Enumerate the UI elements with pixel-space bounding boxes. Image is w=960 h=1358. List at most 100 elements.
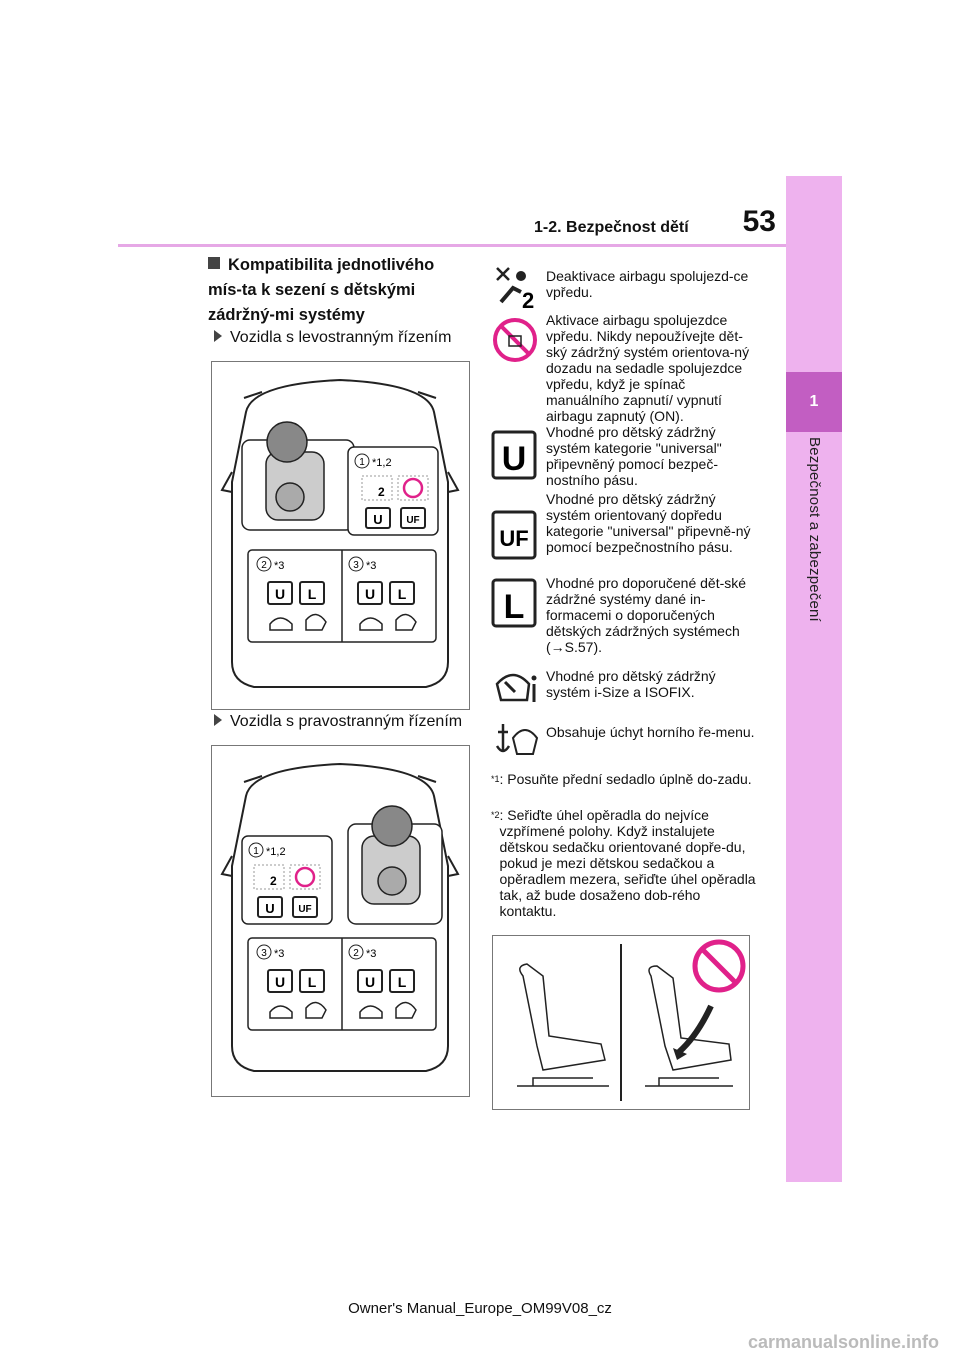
seat-rail — [517, 1077, 609, 1087]
lhd-subheading: Vozidla s levostranným řízením — [214, 329, 451, 347]
section-heading: Kompatibilita jednotlivého mís-ta k seze… — [208, 256, 435, 324]
rhd-car-figure: 1 *1,2 2 U UF 3 *3 U L 2 *3 U L — [220, 762, 460, 1072]
footnote-2: *2: Seřiďte úhel opěradla do nejvíce vzp… — [491, 807, 756, 919]
airbag-off-icon: 2 — [496, 267, 534, 310]
seat-2-number: 2 — [353, 948, 359, 959]
prohibited-slash — [701, 948, 737, 984]
steering-wheel-icon — [266, 421, 308, 463]
u-badge — [365, 507, 391, 529]
seat-3-number-circle — [256, 944, 272, 960]
headlights — [243, 775, 437, 783]
u-badge-icon: U — [491, 430, 537, 480]
l-badge — [299, 581, 325, 605]
seat-2-number: 2 — [261, 560, 267, 571]
adjust-arrow-icon — [676, 1004, 714, 1055]
car-outline — [231, 762, 449, 1072]
u-badge — [357, 969, 383, 993]
legend-top-tether-text: Obsahuje úchyt horního ře-menu. — [546, 724, 755, 740]
seat-1-number: 1 — [253, 846, 259, 857]
isofix-icon — [359, 1005, 383, 1019]
footnote-1: *1: Posuňte přední sedadlo úplně do-zadu… — [491, 771, 752, 787]
legend-l-text: Vhodné pro doporučené dět-ské zádržné sy… — [546, 575, 747, 655]
u-badge — [257, 896, 283, 918]
arrow-head-icon — [673, 1048, 687, 1060]
uf-badge-icon: UF — [491, 510, 537, 560]
child-seat-gap — [648, 965, 732, 1071]
svg-text:U: U — [502, 440, 527, 478]
svg-text:2: 2 — [522, 288, 534, 310]
seat-3-number: 3 — [353, 560, 359, 571]
airbag-off-slot — [361, 475, 393, 501]
seat-3-footnote-mark: *3 — [366, 560, 376, 572]
seat-1-footnote-mark: *1,2 — [372, 457, 392, 469]
seat-1-footnote-mark: *1,2 — [266, 846, 286, 858]
u-badge-text: U — [265, 901, 274, 916]
uf-badge — [400, 507, 426, 529]
legend-u-text: Vhodné pro dětský zádržný systém kategor… — [546, 424, 722, 488]
seat-1-number: 1 — [359, 457, 365, 468]
headlights — [243, 391, 437, 399]
prohibited-icon — [294, 866, 316, 888]
top-tether-icon — [305, 1001, 327, 1019]
seat-2-footnote-mark: *3 — [274, 560, 284, 572]
lhd-car-figure: 1 *1,2 2 U UF 2 *3 U L 3 *3 U L — [220, 378, 460, 688]
airbag-on-prohibited-icon — [493, 318, 537, 362]
svg-text:L: L — [504, 588, 525, 626]
l-badge — [389, 581, 415, 605]
airbag-on-slot — [397, 475, 429, 501]
side-tab — [786, 176, 842, 1182]
l-badge-text: L — [308, 586, 317, 602]
seat-2-number-circle — [256, 556, 272, 572]
airbag-off-slot — [253, 864, 285, 890]
lhd-seat-diagram: 1 *1,2 2 U UF 2 *3 U L 3 *3 U L — [211, 361, 470, 710]
seat-2-footnote-mark: *3 — [366, 948, 376, 960]
legend-isize-text: Vhodné pro dětský zádržný systém i-Size … — [546, 668, 716, 700]
chapter-title: Bezpečnost a zabezpečení — [806, 437, 823, 622]
seat-angle-figure — [517, 939, 746, 1101]
page-number: 53 — [742, 205, 776, 238]
footnote-2-mark: *2 — [491, 810, 500, 820]
u-badge — [267, 969, 293, 993]
triangle-bullet-icon — [214, 330, 222, 342]
svg-text:UF: UF — [499, 526, 528, 551]
seat-3-number: 3 — [261, 948, 267, 959]
top-tether-icon — [395, 1001, 417, 1019]
top-tether-icon — [495, 724, 539, 755]
u-badge-text: U — [275, 974, 285, 990]
prohibited-icon — [402, 477, 424, 499]
top-tether-icon — [305, 613, 327, 631]
footnote-1-mark: *1 — [491, 774, 500, 784]
seat-rail — [645, 1077, 733, 1087]
seat-3-footnote-mark: *3 — [274, 948, 284, 960]
isofix-icon — [269, 1005, 293, 1019]
mirrors — [220, 855, 460, 877]
watermark: carmanualsonline.info — [748, 1332, 940, 1352]
uf-badge-text: UF — [406, 515, 419, 526]
header-divider — [118, 244, 786, 247]
u-badge-text: U — [373, 512, 382, 527]
airbag-off-icon: 2 — [378, 485, 385, 499]
isofix-icon — [269, 617, 293, 631]
l-badge-text: L — [398, 586, 407, 602]
rhd-seat-diagram: 1 *1,2 2 U UF 3 *3 U L 2 *3 U L — [211, 745, 470, 1097]
uf-badge-text: UF — [298, 904, 311, 915]
legend-airbag-on-text: Aktivace airbagu spolujezdce vpředu. Nik… — [546, 312, 750, 424]
steering-wheel-icon — [371, 805, 413, 847]
u-badge-text: U — [365, 586, 375, 602]
l-badge — [299, 969, 325, 993]
legend-airbag-off-text: Deaktivace airbagu spolujezd-ce vpředu. — [546, 268, 749, 300]
u-badge-text: U — [275, 586, 285, 602]
l-badge-icon: L — [491, 578, 537, 628]
isofix-icon — [359, 617, 383, 631]
mirrors — [220, 471, 460, 493]
chapter-number: 1 — [786, 372, 842, 432]
l-badge-text: L — [308, 974, 317, 990]
u-badge-text: U — [365, 974, 375, 990]
rhd-subheading: Vozidla s pravostranným řízením — [214, 713, 462, 731]
l-badge-text: L — [398, 974, 407, 990]
child-seat-upright — [519, 963, 606, 1071]
section-title: 1-2. Bezpečnost dětí — [534, 219, 689, 236]
footer-text: Owner's Manual_Europe_OM99V08_cz — [348, 1300, 612, 1317]
u-badge — [267, 581, 293, 605]
square-bullet-icon — [208, 257, 220, 269]
